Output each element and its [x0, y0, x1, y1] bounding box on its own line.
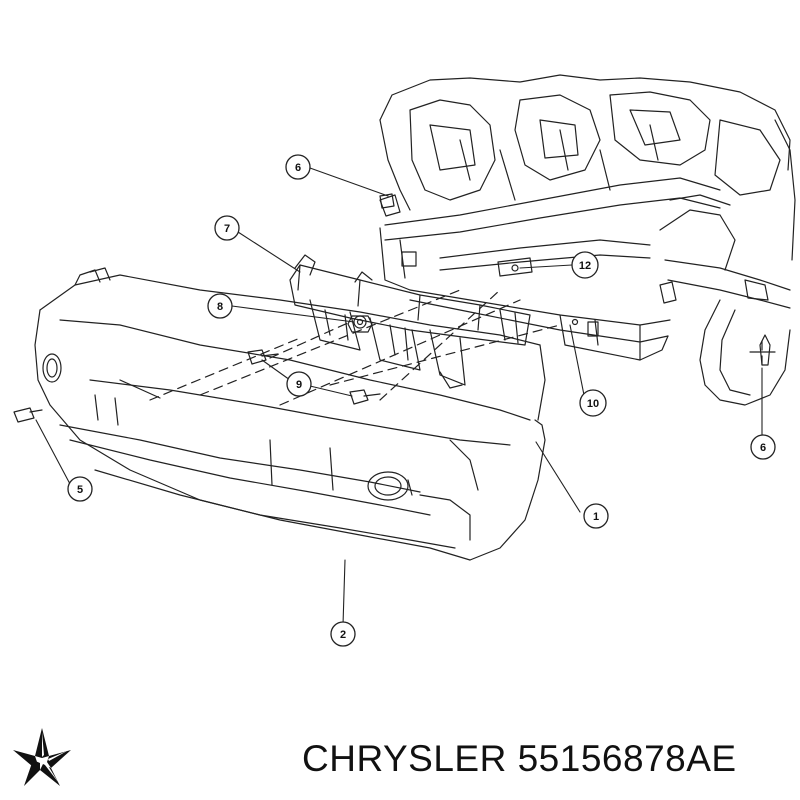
callout-10: 10	[579, 389, 607, 417]
callout-5: 5	[67, 476, 93, 502]
callout-9: 9	[286, 371, 312, 397]
svg-text:7: 7	[224, 223, 230, 235]
svg-text:10: 10	[587, 398, 599, 410]
callout-2: 2	[330, 621, 356, 647]
leader-lines	[35, 167, 763, 626]
svg-text:2: 2	[340, 629, 346, 641]
callout-6-upper: 6	[285, 154, 311, 180]
svg-text:9: 9	[296, 379, 302, 391]
svg-text:8: 8	[217, 301, 223, 313]
callout-1: 1	[583, 503, 609, 529]
callout-markers: 6 7 8 12 9 10 5 1	[67, 154, 776, 647]
svg-text:12: 12	[579, 260, 591, 272]
footer: CHRYSLER 55156878AE	[0, 712, 800, 800]
part-number: 55156878AE	[517, 738, 737, 779]
callout-8: 8	[207, 293, 233, 319]
vehicle-body-structure	[379, 74, 796, 406]
chrysler-pentastar-icon	[13, 728, 71, 786]
assembly-guide-lines	[149, 289, 763, 406]
svg-text:6: 6	[295, 162, 301, 174]
brand-name: CHRYSLER	[302, 738, 507, 779]
callout-7: 7	[214, 215, 240, 241]
svg-text:1: 1	[593, 511, 599, 523]
svg-text:6: 6	[760, 442, 766, 454]
callout-6-lower: 6	[750, 434, 776, 460]
front-bumper-fascia	[13, 267, 776, 561]
svg-text:5: 5	[77, 484, 83, 496]
callout-12: 12	[571, 251, 599, 279]
fasteners	[247, 193, 395, 405]
part-caption: CHRYSLER 55156878AE	[302, 738, 737, 780]
